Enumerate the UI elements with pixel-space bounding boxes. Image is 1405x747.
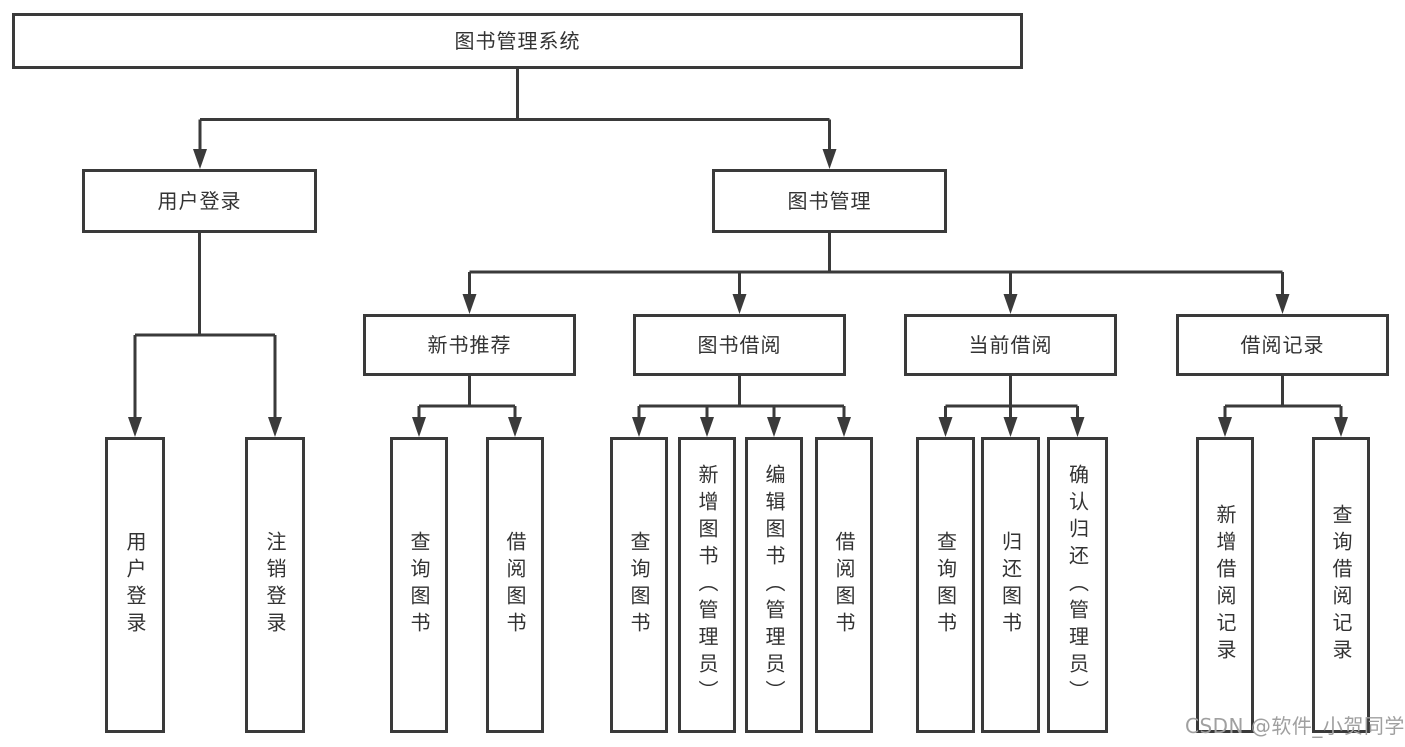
node-label: 图书管理 bbox=[787, 189, 872, 213]
node-label: 归还图书 bbox=[998, 531, 1023, 639]
node-library-management-system: 图书管理系统 bbox=[12, 13, 1023, 69]
node-label: 用户登录 bbox=[123, 531, 147, 639]
node-label: 借阅图书 bbox=[503, 531, 527, 639]
leaf-query-books: 查询图书 bbox=[390, 437, 448, 733]
leaf-add-books-admin: 新增图书（管理员） bbox=[678, 437, 736, 733]
leaf-query-books: 查询图书 bbox=[610, 437, 668, 733]
leaf-edit-books-admin: 编辑图书（管理员） bbox=[745, 437, 803, 733]
csdn-watermark: CSDN @软件_小贺同学 bbox=[1185, 714, 1405, 738]
leaf-add-borrow-record: 新增借阅记录 bbox=[1196, 437, 1254, 733]
node-label: 新增图书（管理员） bbox=[695, 463, 719, 707]
node-user-login: 用户登录 bbox=[82, 169, 317, 233]
node-label: 编辑图书（管理员） bbox=[762, 463, 786, 707]
leaf-query-borrow-record: 查询借阅记录 bbox=[1312, 437, 1370, 733]
node-label: 用户登录 bbox=[157, 189, 242, 213]
node-book-borrowing: 图书借阅 bbox=[633, 314, 846, 376]
leaf-query-books: 查询图书 bbox=[916, 437, 975, 733]
leaf-confirm-return-admin: 确认归还（管理员） bbox=[1047, 437, 1108, 733]
node-label: 新增借阅记录 bbox=[1213, 504, 1237, 666]
leaf-borrow-books: 借阅图书 bbox=[815, 437, 873, 733]
node-borrowing-records: 借阅记录 bbox=[1176, 314, 1389, 376]
node-label: 查询借阅记录 bbox=[1329, 504, 1353, 666]
leaf-logout: 注销登录 bbox=[245, 437, 305, 733]
node-label: 确认归还（管理员） bbox=[1065, 463, 1090, 707]
node-label: 新书推荐 bbox=[427, 333, 512, 357]
node-new-book-recommend: 新书推荐 bbox=[363, 314, 576, 376]
node-current-borrowing: 当前借阅 bbox=[904, 314, 1117, 376]
node-label: 注销登录 bbox=[263, 531, 287, 639]
node-label: 图书管理系统 bbox=[454, 29, 581, 53]
node-label: 查询图书 bbox=[407, 531, 431, 639]
node-label: 查询图书 bbox=[627, 531, 651, 639]
node-label: 借阅图书 bbox=[832, 531, 856, 639]
leaf-return-books: 归还图书 bbox=[981, 437, 1040, 733]
node-label: 借阅记录 bbox=[1240, 333, 1325, 357]
node-label: 图书借阅 bbox=[697, 333, 782, 357]
node-label: 当前借阅 bbox=[968, 333, 1053, 357]
leaf-user-login: 用户登录 bbox=[105, 437, 165, 733]
leaf-borrow-books: 借阅图书 bbox=[486, 437, 544, 733]
node-label: 查询图书 bbox=[933, 531, 958, 639]
node-book-management: 图书管理 bbox=[712, 169, 947, 233]
